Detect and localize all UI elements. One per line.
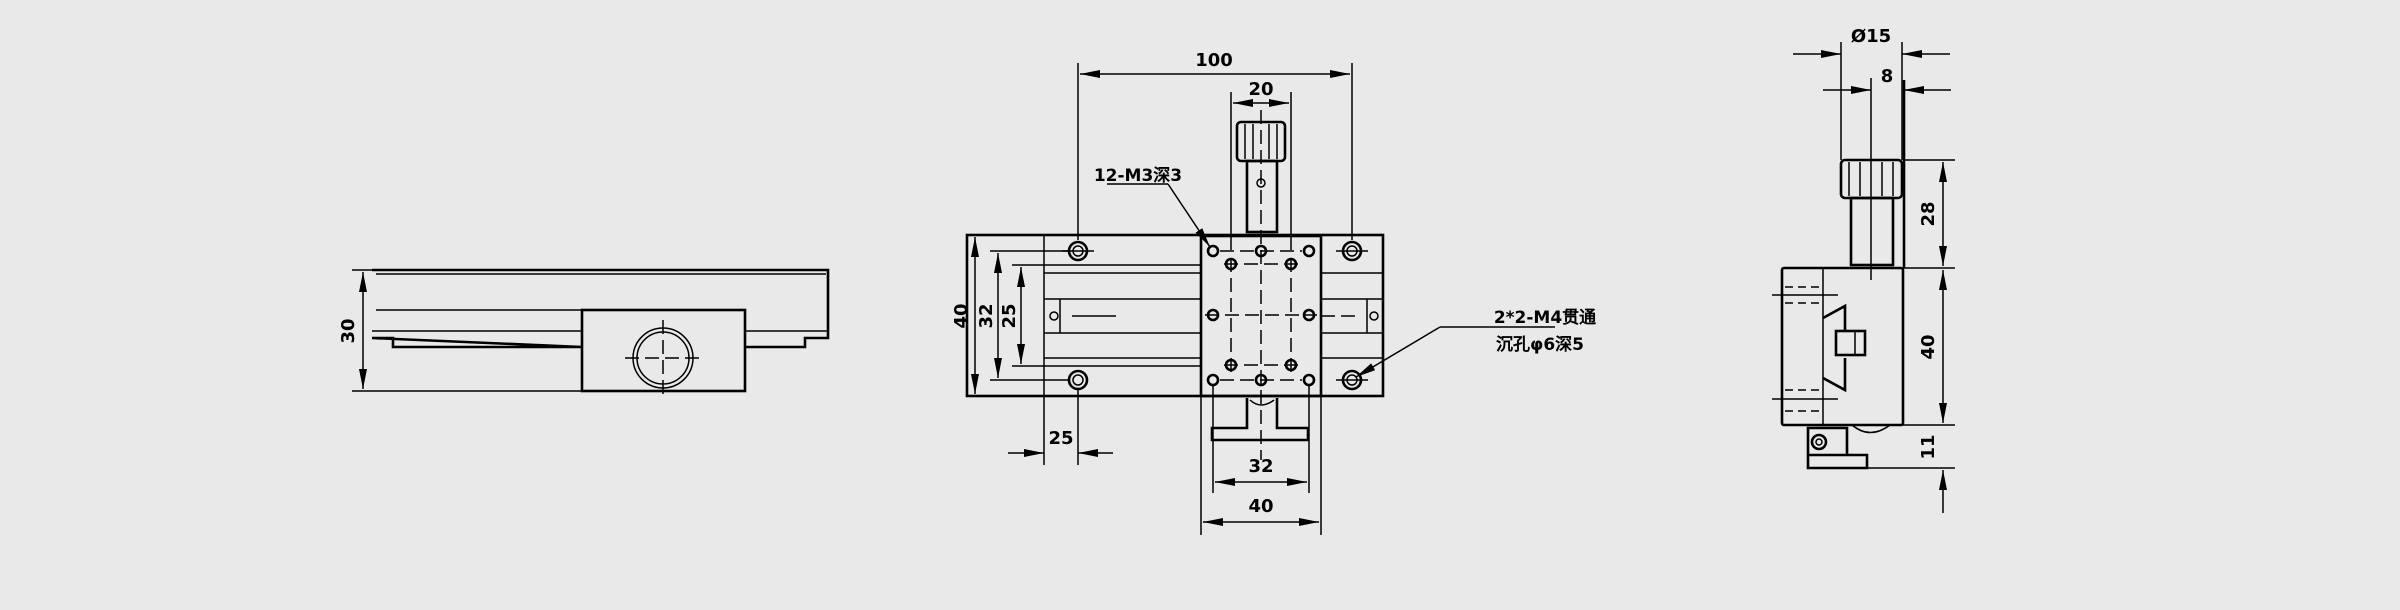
note-carriage-holes: 12-M3深3 [1094,165,1182,186]
dim-height-30: 30 [338,318,359,343]
dim-25-left: 25 [999,303,1020,328]
dim-knob-diameter: Ø15 [1851,26,1891,47]
dim-100: 100 [1195,50,1233,71]
side-view: Ø15 8 28 40 11 [1772,26,1955,513]
front-view: 30 [338,268,830,398]
dim-40-bottom: 40 [1248,496,1273,517]
dim-bottom: 11 [1918,434,1939,459]
base-holes [1062,240,1368,391]
note-base-holes-line2: 沉孔φ6深5 [1496,334,1584,355]
dim-32-bottom: 32 [1248,456,1273,477]
knob-circle-outer [632,327,694,389]
dim-25-bottom: 25 [1048,428,1073,449]
side-body [1780,266,1905,427]
note-base-holes-line1: 2*2-M4贯通 [1494,308,1596,328]
top-view: 100 20 40 32 25 25 32 40 12-M3深3 2*2-M4贯… [951,50,1596,535]
dim-knob-height: 28 [1918,201,1939,226]
dim-20: 20 [1248,79,1273,100]
dim-body-height: 40 [1918,334,1939,359]
dim-knob-offset: 8 [1881,66,1894,87]
dim-32-left: 32 [976,303,997,328]
dim-40-left: 40 [951,303,972,328]
